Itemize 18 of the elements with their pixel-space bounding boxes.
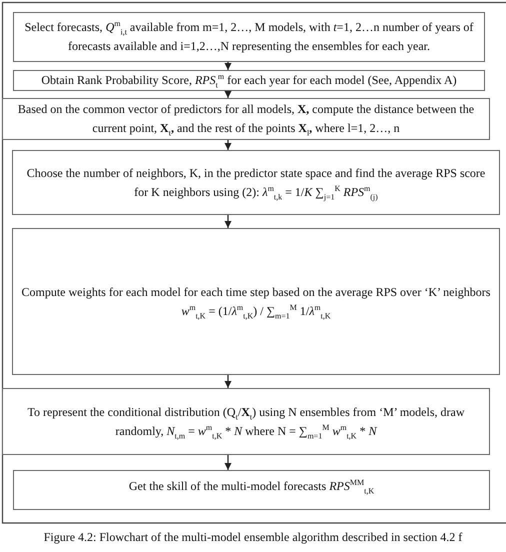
arrow	[224, 375, 232, 388]
arrow	[224, 140, 232, 150]
process-box	[12, 228, 500, 375]
process-box	[2, 388, 490, 455]
step-text: To represent the conditional distribution (Q$_{t}$/X$_{t}$) using N ensembles from ‘M’ models, draw randomly, N$_{t,m}$ = w$^{m}$$_{t,K}$ *N where N = ∑$_{m=1}$$^{M}$ w$^{m}$$_{t,K}$ *N	[26, 404, 466, 440]
step-text: Obtain Rank Probability Score, RPS$_{t}$$^{m}$ for each year for each model (See, Appendix A)	[41, 71, 457, 90]
process-box	[13, 70, 485, 91]
process-box	[13, 12, 485, 62]
figure-caption: Figure 4.2: Flowchart of the multi-model ensemble algorithm described in section 4.2 f	[42, 530, 464, 545]
process-box	[13, 470, 490, 510]
arrow	[224, 215, 232, 228]
step-text: Based on the common vector of predictors for all models, X, compute the distance between the current point, X$_{t}$, and the rest of the points X$_{l}$, where l=1, 2…, n	[16, 101, 476, 138]
process-box	[2, 98, 490, 140]
process-box	[12, 150, 500, 215]
step-text: Select forecasts, Q$^{m}$$_{i,t}$ available from m=1, 2…, M models, with t=1, 2…n number of years of forecasts available and i=1,2…,N representing the ensembles for each year.	[24, 18, 474, 55]
arrow	[224, 455, 232, 470]
arrow	[224, 90, 232, 98]
arrow	[224, 62, 232, 70]
